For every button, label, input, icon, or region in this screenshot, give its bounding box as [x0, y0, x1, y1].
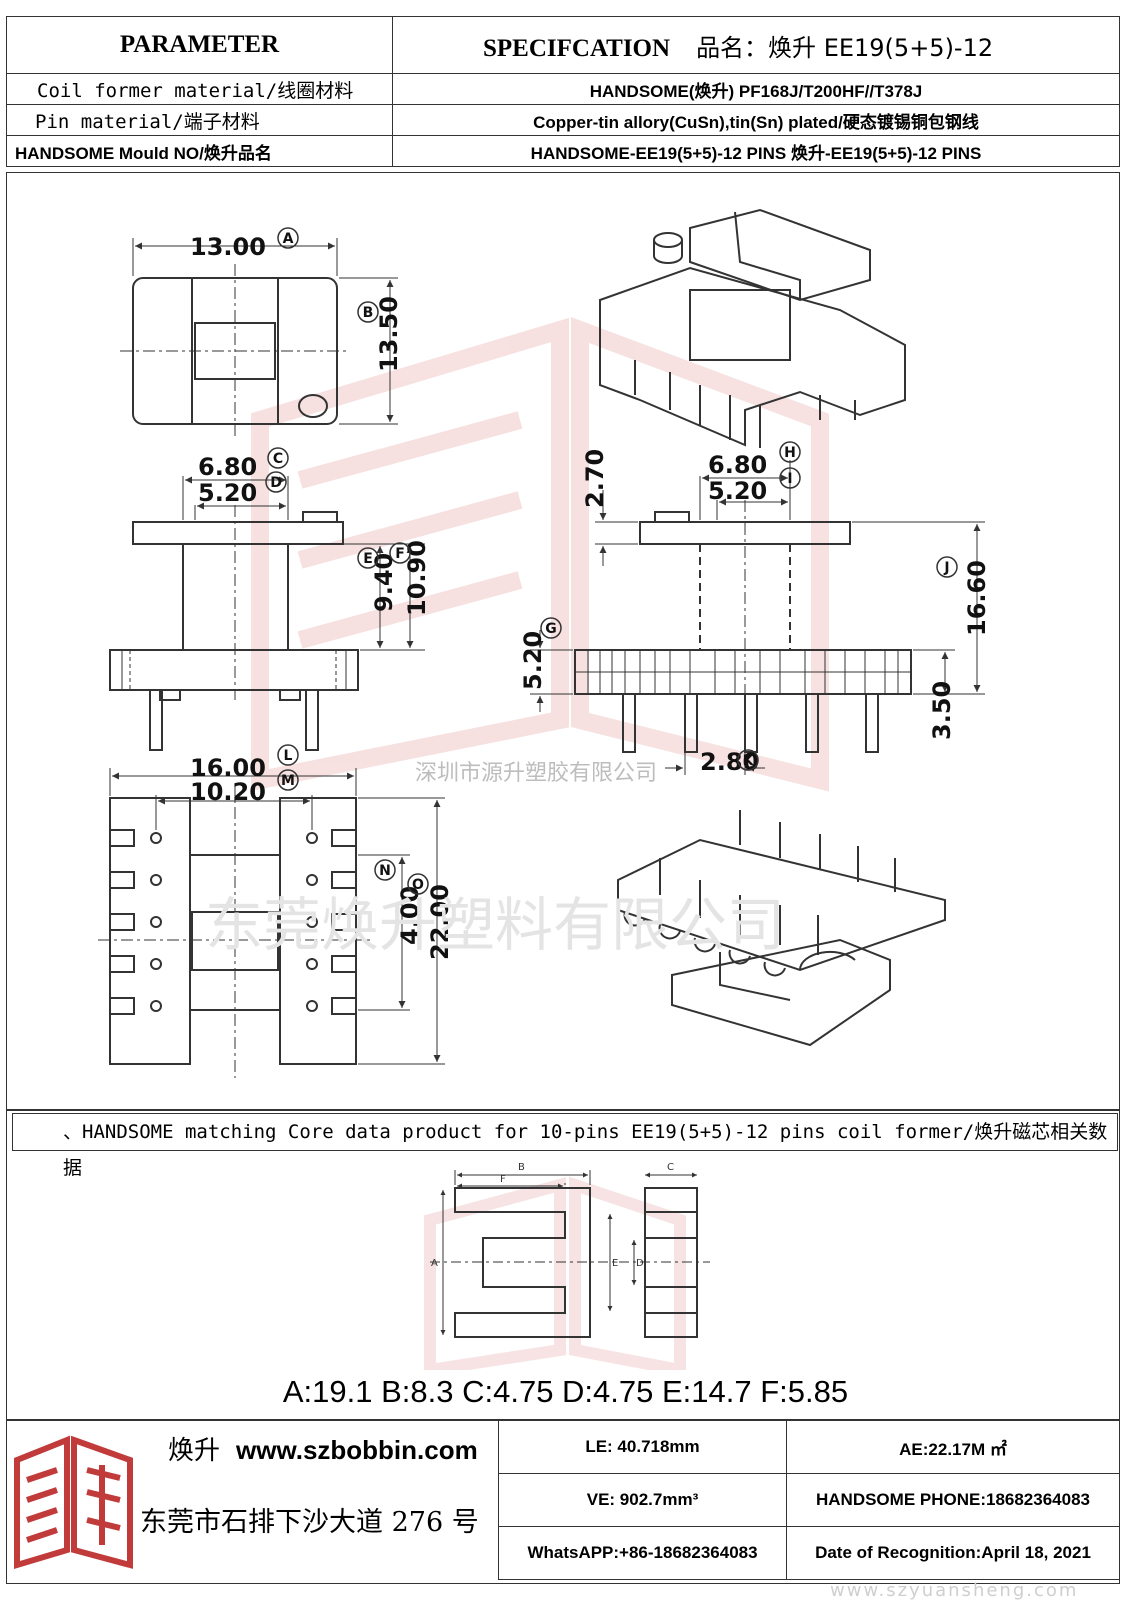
- tag-c: C: [273, 451, 283, 467]
- watermark-company: 深圳市源升塑胶有限公司: [415, 761, 657, 786]
- tag-j: J: [943, 560, 949, 576]
- phone-cell: HANDSOME PHONE:18682364083: [786, 1473, 1120, 1527]
- drawing-frame: [6, 172, 1120, 1110]
- pin-material-value: Copper-tin allory(CuSn),tin(Sn) plated/硬…: [392, 104, 1120, 136]
- pin-material-label: Pin material/端子材料: [6, 104, 393, 136]
- tag-o: O: [412, 877, 424, 893]
- tag-k: K: [743, 753, 755, 769]
- core-label-c: C: [667, 1162, 674, 1173]
- core-label-d: D: [636, 1258, 644, 1269]
- tag-a: A: [283, 231, 294, 247]
- core-label-e: E: [612, 1258, 618, 1269]
- watermark-big: 东莞焕升塑料有限公司: [205, 891, 785, 959]
- mould-no-label: HANDSOME Mould NO/焕升品名: [6, 135, 393, 167]
- dim-k-value: 2.80: [700, 748, 759, 776]
- company-address: 东莞市石排下沙大道 276 号: [140, 1507, 479, 1538]
- isometric-view-bottom: [617, 810, 946, 1047]
- isometric-view-top: [599, 208, 906, 448]
- le-cell: LE: 40.718mm: [498, 1420, 787, 1474]
- dim-m-value: 10.20: [190, 778, 266, 806]
- dim-e-value: 9.40: [370, 553, 398, 612]
- tag-m: M: [281, 773, 295, 789]
- technical-drawing: 13.00 6.80 5.20 6.80 5.20 16.00 10.20 2.…: [98, 208, 991, 1078]
- dim-bottom-value: 3.50: [928, 681, 956, 740]
- front-view-right: [530, 460, 985, 775]
- dim-n-value: 4.00: [396, 886, 424, 945]
- tag-e: E: [363, 551, 373, 567]
- dim-b-value: 13.50: [375, 296, 403, 372]
- dim-c-value: 6.80: [198, 453, 257, 481]
- coil-material-value: HANDSOME(焕升) PF168J/T200HF//T378J: [392, 73, 1120, 105]
- tag-g: G: [545, 621, 557, 637]
- dim-j-value: 16.60: [963, 560, 991, 636]
- tag-h: H: [784, 445, 796, 461]
- watermark-url: www.szyuansheng.com: [830, 1580, 1079, 1601]
- spec-header-table: PARAMETER SPECIFCATION 品名：焕升 EE19(5+5)-12…: [6, 16, 1120, 167]
- brand-line: 焕升 www.szbobbin.com: [168, 1430, 478, 1467]
- core-params-table: LE: 40.718mm AE:22.17M ㎡ VE: 902.7mm³ HA…: [498, 1420, 1120, 1580]
- whatsapp-cell: WhatsAPP:+86-18682364083: [498, 1526, 787, 1580]
- core-dimensions: A:19.1 B:8.3 C:4.75 D:4.75 E:14.7 F:5.85: [282, 1374, 849, 1409]
- bottom-view: [98, 768, 445, 1078]
- tag-b: B: [363, 305, 374, 321]
- top-view: [120, 238, 398, 436]
- core-section: [6, 1110, 1120, 1420]
- dim-top-value: 2.70: [581, 449, 609, 508]
- dim-o-value: 22.00: [426, 884, 454, 960]
- spec-title-cell: SPECIFCATION 品名：焕升 EE19(5+5)-12: [392, 16, 1120, 74]
- dim-i-value: 5.20: [708, 477, 767, 505]
- tag-l: L: [284, 748, 293, 764]
- dim-d-value: 5.20: [198, 479, 257, 507]
- coil-material-label: Coil former material/线圈材料: [6, 73, 393, 105]
- spec-title: SPECIFCATION: [483, 34, 671, 62]
- company-logo-icon: [14, 1435, 133, 1570]
- core-label-b: B: [518, 1162, 525, 1173]
- ae-cell: AE:22.17M ㎡: [786, 1420, 1120, 1474]
- tag-i: I: [787, 471, 792, 487]
- website-link[interactable]: www.szbobbin.com: [236, 1435, 478, 1465]
- ve-cell: VE: 902.7mm³: [498, 1473, 787, 1527]
- dim-l-value: 16.00: [190, 754, 266, 782]
- tag-d: D: [270, 475, 282, 491]
- front-view-left: [109, 476, 425, 751]
- product-name: 品名：焕升 EE19(5+5)-12: [696, 33, 994, 62]
- dim-a-value: 13.00: [190, 233, 266, 261]
- logo-watermark: [251, 317, 829, 792]
- dim-g-value: 5.20: [519, 631, 547, 690]
- core-label-f: F: [500, 1174, 506, 1185]
- core-label-a: A: [431, 1258, 438, 1269]
- date-cell: Date of Recognition:April 18, 2021: [786, 1526, 1120, 1580]
- tag-f: F: [395, 546, 405, 562]
- mould-no-value: HANDSOME-EE19(5+5)-12 PINS 焕升-EE19(5+5)-…: [392, 135, 1120, 167]
- core-drawing: B F A E D C: [424, 1162, 710, 1370]
- dim-f-value: 10.90: [403, 540, 431, 616]
- parameter-title: PARAMETER: [6, 16, 393, 74]
- dim-h-value: 6.80: [708, 451, 767, 479]
- tag-n: N: [379, 863, 391, 879]
- core-section-title: 、HANDSOME matching Core data product for…: [12, 1113, 1118, 1179]
- brand-name: 焕升: [168, 1436, 221, 1466]
